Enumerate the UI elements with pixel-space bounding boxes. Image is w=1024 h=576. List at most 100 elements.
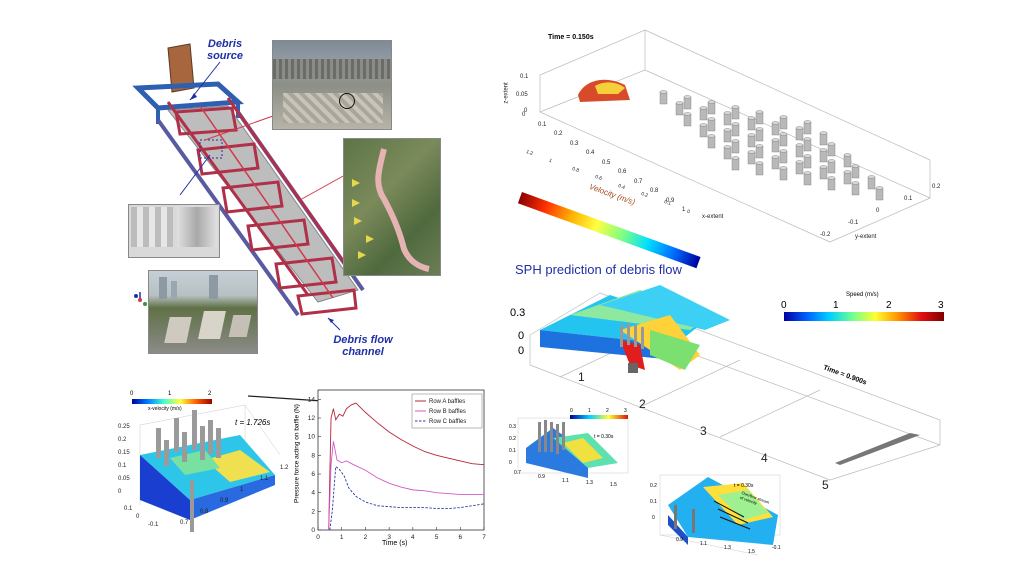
top-plot-z-tick-0: 0.1	[520, 74, 529, 80]
baffle-cylinder-top	[747, 133, 756, 137]
baffle-cylinder-top	[723, 111, 732, 115]
baffle-cylinder-top	[755, 127, 764, 131]
speed-tick-3: 3	[938, 300, 944, 311]
baffle-cylinder	[803, 121, 812, 135]
chart-legend-label-3: Row C baffles	[429, 419, 466, 425]
baffle-cylinder-top	[803, 137, 812, 141]
baffle-cylinder-top	[779, 149, 788, 153]
baffle-cylinder-top	[779, 115, 788, 119]
baffle-cylinder	[779, 116, 788, 130]
baffle-cylinder	[827, 143, 836, 157]
small-plot-1-x-tick-1: 0.9	[538, 474, 545, 480]
baffle-cylinder	[755, 145, 764, 159]
speed-colorbar-label: Speed (m/s)	[846, 292, 879, 298]
baffle-cylinder	[707, 101, 716, 115]
top-plot-x-tick: 0.3	[570, 140, 579, 147]
speed-tick-1: 1	[833, 300, 839, 311]
mid-plot-x-tick: 3	[700, 424, 707, 438]
baffle-cylinder-top	[731, 156, 740, 160]
baffle-cylinder-top	[699, 106, 708, 110]
baffle-cylinder-top	[827, 142, 836, 146]
baffle-cylinder	[731, 106, 740, 120]
small-plot-1-colorbar	[570, 415, 628, 419]
baffle-cylinder-top	[683, 112, 692, 116]
bottom-plot-z-tick: 0.2	[118, 437, 127, 443]
chart-x-tick-label: 6	[458, 534, 462, 541]
small-plot-1-x-tick-3: 1.3	[586, 480, 593, 486]
chart-y-axis-label: Pressure force acting on baffle (N)	[293, 404, 301, 503]
small-plot-1-time-label: t = 0.30s	[594, 434, 614, 440]
photo-baffle-models	[128, 204, 220, 258]
baffle-cylinder	[803, 155, 812, 169]
top-plot-x-tick: 0.7	[634, 178, 643, 185]
baffle-cylinder-top	[803, 120, 812, 124]
top-plot-x-tick: 0.6	[618, 169, 627, 175]
chart-legend-label-2: Row B baffles	[429, 409, 466, 415]
baffle-cylinder-top	[819, 131, 828, 135]
baffle-cylinder	[723, 129, 732, 143]
small-plot-1-z-tick-2: 0.1	[509, 448, 516, 454]
bottom-plot-time-label: t = 1.726s	[235, 418, 271, 427]
chart-y-tick-label: 14	[308, 396, 316, 403]
baffle-cylinder	[867, 176, 876, 190]
x-velocity-cbar-tick-2: 2	[208, 391, 212, 397]
baffle-cylinder-top	[843, 170, 852, 174]
chart-x-tick-label: 2	[364, 534, 368, 541]
bottom-plot-x-tick: 1.1	[260, 476, 269, 482]
top-right-3d-plot	[539, 29, 931, 243]
small-plot-2-x-tick-1: 1.1	[700, 541, 707, 547]
baffle-cylinder	[843, 171, 852, 185]
sph-title: SPH prediction of debris flow	[515, 262, 682, 277]
chart-x-tick-label: 0	[316, 534, 320, 541]
baffle-cylinder	[755, 162, 764, 176]
small-plot-2: t = 0.30s Overflow stream of velocity 0.…	[648, 465, 788, 560]
small-plot-2-z-tick-0: 0.2	[650, 483, 657, 489]
small-plot-1-x-tick-2: 1.1	[562, 478, 569, 484]
baffle-cylinder	[683, 113, 692, 127]
baffle-cylinder	[771, 139, 780, 153]
mid-plot-x-tick: 5	[822, 478, 829, 492]
baffle-cylinder-top	[747, 116, 756, 120]
baffle-cylinder	[731, 157, 740, 171]
small-plot-1: 0 1 2 3 t = 0.30s 0.3 0.2 0.1 0 0.7 0.9 …	[508, 408, 638, 488]
baffle-cylinder	[747, 134, 756, 148]
x-velocity-cbar-tick-0: 0	[130, 391, 134, 397]
bottom-plot-y-tick: 0.1	[124, 506, 133, 512]
chart-y-tick-label: 8	[311, 452, 315, 459]
baffle-cylinder-top	[819, 165, 828, 169]
baffle-cylinder-top	[755, 144, 764, 148]
baffle-cylinder-top	[867, 175, 876, 179]
chart-y-tick-label: 12	[308, 415, 316, 422]
baffle-cylinder-top	[827, 176, 836, 180]
small-plot-1-cbar-tick-1: 1	[588, 408, 591, 414]
top-plot-z-tick-1: 0.05	[516, 92, 528, 98]
baffle-cylinder	[779, 133, 788, 147]
baffle-cylinder	[699, 124, 708, 138]
top-plot-x-tick: 0.4	[586, 150, 595, 156]
baffle-cylinder-top	[707, 117, 716, 121]
baffle-cylinder	[819, 132, 828, 146]
baffle-cylinder	[699, 107, 708, 121]
bottom-plot-x-tick: 0.7	[180, 520, 189, 526]
flume-diagram	[132, 43, 365, 317]
chart-y-tick-label: 10	[308, 434, 316, 441]
baffle-cylinder-top	[747, 150, 756, 154]
chart-y-tick-label: 2	[311, 508, 315, 515]
baffle-cylinder	[851, 165, 860, 179]
baffle-cylinder-top	[675, 101, 684, 105]
baffle-cylinder	[803, 172, 812, 186]
baffle-cylinder	[771, 122, 780, 136]
baffle-cylinder-top	[803, 171, 812, 175]
chart-x-axis-label: Time (s)	[382, 540, 408, 547]
top-plot-z-tick-2: 0	[524, 108, 528, 114]
baffle-cylinder	[723, 112, 732, 126]
small-plot-2-z-tick-2: 0	[652, 515, 655, 521]
baffle-cylinder	[723, 146, 732, 160]
baffle-cylinder-top	[707, 134, 716, 138]
chart-series-line-2	[328, 441, 484, 531]
baffle-cylinder-top	[723, 128, 732, 132]
baffle-cylinder-top	[771, 138, 780, 142]
baffle-cylinder	[875, 187, 884, 201]
top-plot-x-tick: 0.2	[554, 131, 563, 137]
